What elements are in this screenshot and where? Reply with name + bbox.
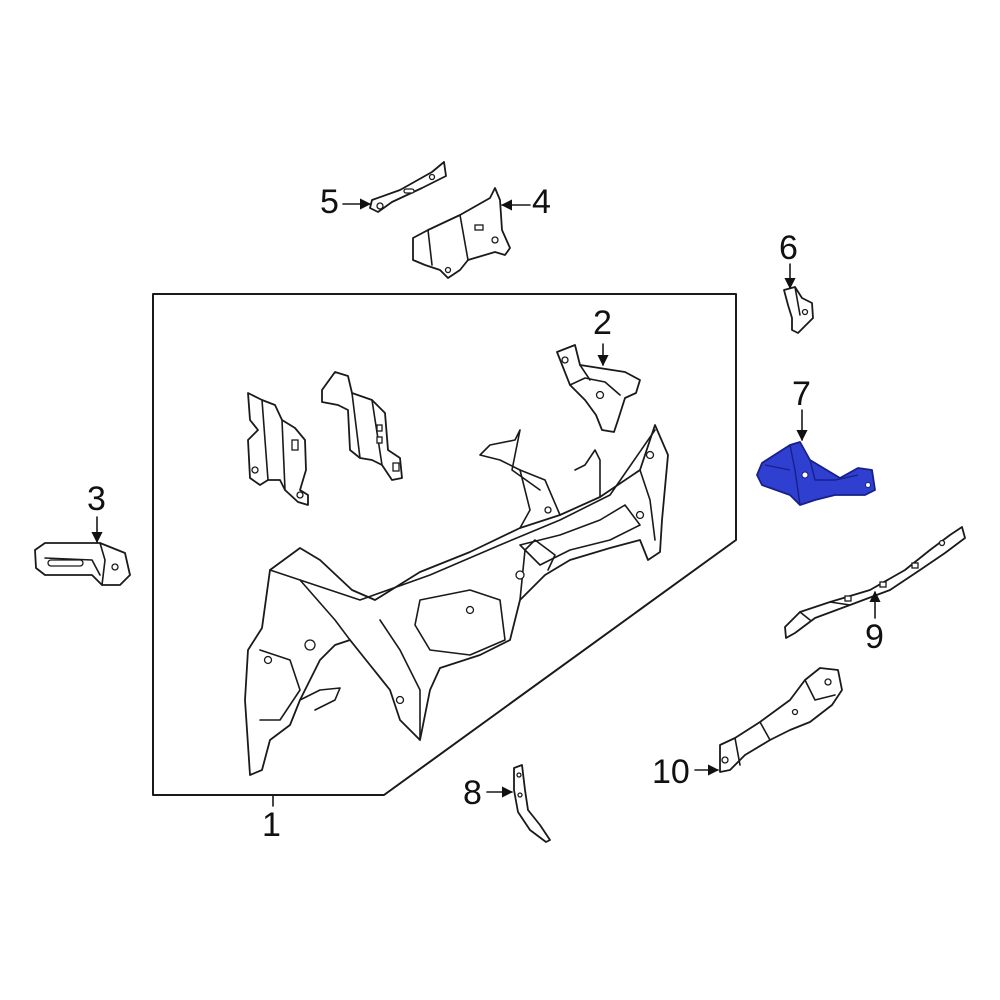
callout-7: 7 [792,375,811,413]
part-4-bracket[interactable] [412,187,511,279]
callout-3: 3 [87,480,106,518]
callout-5: 5 [320,183,339,221]
callout-1: 1 [262,806,281,844]
part-9-reinforcement[interactable] [784,526,966,639]
part-10-reinforcement[interactable] [719,667,843,773]
assembly-border [152,293,737,796]
part-8-strap[interactable] [513,764,551,843]
part-6-bracket[interactable] [783,286,814,334]
inner-bracket-b[interactable] [321,371,403,481]
callout-10: 10 [652,753,690,791]
part-2-bracket[interactable] [556,344,641,433]
part-7-bracket-highlighted[interactable] [756,441,876,506]
part-1-crossbeam[interactable] [244,424,669,776]
callout-4: 4 [532,183,551,221]
inner-bracket-a[interactable] [247,392,309,506]
callout-8: 8 [463,774,482,812]
callout-6: 6 [779,229,798,267]
callout-9: 9 [865,618,884,656]
callout-2: 2 [593,304,612,342]
leader-lines [91,198,881,798]
part-3-bracket[interactable] [34,542,131,586]
part-5-strap[interactable] [369,161,447,213]
